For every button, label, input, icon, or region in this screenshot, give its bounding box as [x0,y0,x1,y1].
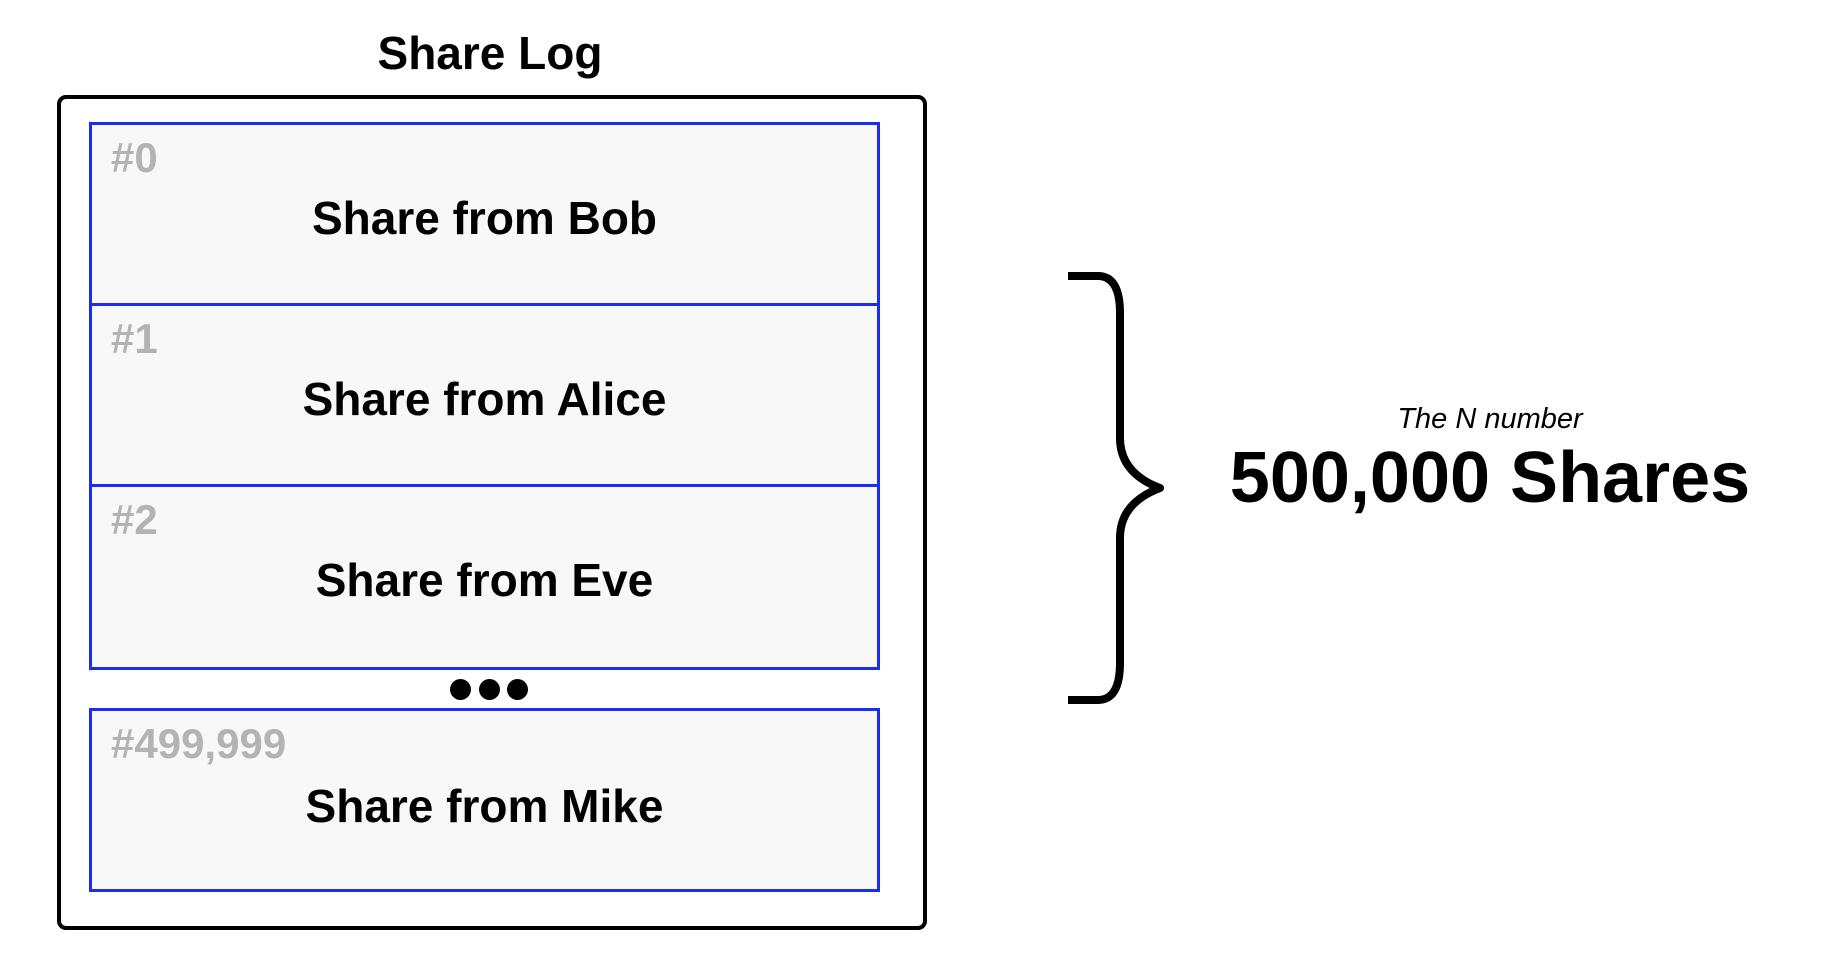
share-entry-index: #1 [111,315,158,362]
n-number-caption: The N number [1397,403,1583,435]
share-entry-label: Share from Eve [315,554,654,606]
share-entry-label: Share from Alice [302,373,667,425]
share-entry-label: Share from Bob [311,192,658,244]
share-count-value: 500,000 Shares [1229,438,1751,518]
share-entry-last: #499,999 Share from Mike [89,708,880,892]
share-entry: #2 Share from Eve [92,487,877,668]
share-entry-label: Share from Mike [305,780,664,832]
ellipsis-dot [450,678,471,700]
share-entry-index: #499,999 [111,720,287,767]
share-log-title: Share Log [377,27,603,79]
share-entry: #1 Share from Alice [92,306,877,487]
share-entry: #0 Share from Bob [92,125,877,306]
ellipsis-icon [450,677,528,701]
ellipsis-dot [478,678,500,700]
share-entry-index: #0 [111,134,158,181]
share-entry-index: #2 [111,496,158,543]
curly-brace-icon [1068,272,1164,704]
share-entries-group: #0 Share from Bob #1 Share from Alice #2… [89,122,880,670]
ellipsis-dot [507,678,528,700]
